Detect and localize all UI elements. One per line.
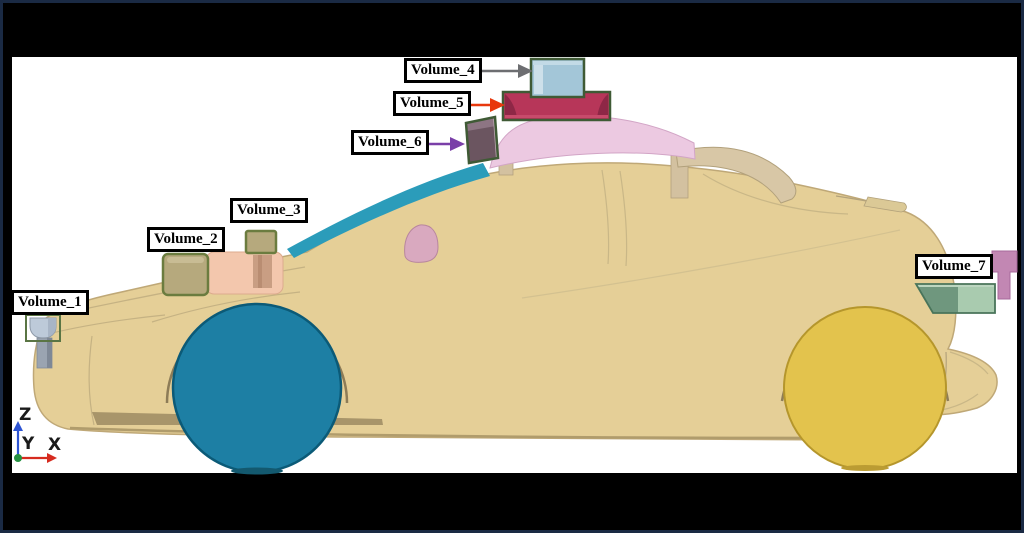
- axis-x-arrow: [18, 453, 57, 463]
- rear-fin-antenna: [991, 250, 1018, 300]
- volume-3-label: Volume_3: [230, 198, 308, 223]
- front-wheel: [171, 302, 343, 474]
- volume-6-label: Volume_6: [351, 130, 429, 155]
- volume-5-arrow: [468, 98, 505, 112]
- volume-7-label: Volume_7: [915, 254, 993, 279]
- roof-panel: [489, 115, 696, 169]
- windshield-pillar: [287, 163, 490, 258]
- volume-7-sensor: [914, 283, 996, 314]
- roof-rail: [675, 146, 797, 204]
- volume-5-label: Volume_5: [393, 91, 471, 116]
- volume-2-label: Volume_2: [147, 227, 225, 252]
- axis-origin-dot: [14, 454, 22, 462]
- volume-1-label: Volume_1: [11, 290, 89, 315]
- volume-5-sensor: [501, 90, 612, 122]
- fender-bracket: [205, 251, 284, 295]
- axis-x-label: X: [48, 435, 61, 455]
- volume-4-sensor: [529, 57, 586, 99]
- front-wheel-contact-shadow: [231, 467, 283, 475]
- axis-y-label: Y: [21, 434, 35, 454]
- axis-triad: Z Y X: [13, 405, 61, 463]
- volume-4-label: Volume_4: [404, 58, 482, 83]
- volume-6-arrow: [429, 137, 465, 151]
- volume-6-sensor: [464, 115, 500, 165]
- volume-2-sensor: [161, 252, 210, 297]
- rear-spoiler: [863, 196, 907, 213]
- axis-z-arrow: [13, 421, 23, 458]
- volume-3-sensor: [244, 229, 278, 255]
- volume-1-sensor: [25, 314, 61, 369]
- rear-wheel-contact-shadow: [841, 465, 889, 471]
- volume-4-arrow: [482, 64, 533, 78]
- side-mirror: [404, 224, 439, 263]
- axis-z-label: Z: [19, 405, 31, 425]
- rear-wheel: [783, 306, 947, 470]
